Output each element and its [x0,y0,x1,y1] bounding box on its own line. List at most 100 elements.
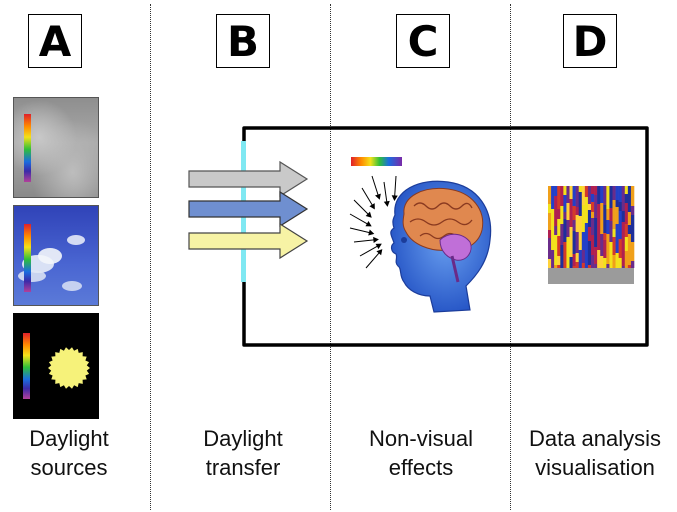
data-cell [560,194,564,206]
data-cell [581,232,586,250]
data-cell [575,262,580,268]
data-cell [603,186,607,205]
blue-arrow-icon [188,190,309,228]
data-cell [560,186,564,194]
data-cell [618,186,623,202]
data-cell [548,238,552,259]
data-cell [554,235,558,265]
data-cell [615,224,619,253]
data-cell [581,205,586,232]
sun-disc [48,347,90,389]
data-cell [627,225,632,234]
data-cell [606,220,610,234]
data-cell [630,261,635,268]
data-cell [581,186,586,205]
caption-c-line2: effects [388,455,454,480]
data-cell [624,194,629,203]
data-cell [587,186,592,204]
data-cell [578,250,583,260]
head-brain-icon [390,180,492,313]
data-cell [572,220,576,231]
data-cell [603,258,607,268]
data-cell [554,226,558,235]
data-cell [597,186,601,204]
data-cell [557,265,561,268]
data-cell [600,203,604,234]
light-ray-arrowhead [369,203,375,210]
data-cell [560,245,564,268]
data-cell [563,195,567,212]
data-cell [594,247,598,264]
data-cell [597,250,601,268]
light-ray-arrow [353,239,374,243]
data-cell [548,204,552,213]
data-cell [554,186,558,196]
data-cell [575,207,580,215]
data-cell [551,227,555,250]
data-cell [627,265,632,268]
data-cell [572,231,576,254]
divider-1 [150,4,151,510]
divider-3 [510,4,511,510]
data-cell [578,186,583,192]
data-cell [581,263,586,268]
data-cell [591,212,595,218]
caption-a-line1: Daylight [29,426,109,451]
data-cell [624,186,629,194]
data-cell [612,237,616,255]
data-cell [624,251,629,268]
data-cell [548,259,552,268]
data-cell [584,223,589,233]
spectrum-bar-icon [24,114,31,182]
data-cell [587,241,592,265]
data-cell [569,227,573,257]
data-cell [587,204,592,210]
light-ray-arrowhead [375,193,381,200]
data-cell [630,215,635,242]
data-cell [548,213,552,230]
data-cell [569,257,573,268]
data-cell [548,230,552,238]
light-ray-arrowhead [383,200,390,207]
data-cell [557,186,561,209]
caption-b-line2: transfer [205,455,281,480]
divider-2 [330,4,331,510]
data-cell [554,265,558,268]
caption-d-line1: Data analysis [528,426,662,451]
data-cell [587,227,592,241]
data-cell [560,224,564,245]
data-cell [630,186,635,206]
data-cell [578,216,583,239]
data-cell [560,206,564,224]
data-cell [557,236,561,256]
data-cell [554,196,558,226]
light-ray-arrow [394,175,397,197]
data-cell [572,254,576,266]
data-cell [609,221,613,242]
panel-label-b: B [216,14,270,68]
data-cell [597,230,601,250]
data-cell [612,229,616,237]
data-cell [563,212,567,219]
data-cell [587,265,592,268]
light-ray-arrow [349,227,370,234]
data-cell [603,233,607,240]
data-cell [615,253,619,268]
light-ray-arrow [371,175,379,196]
caption-data-analysis: Data analysis visualisation [516,424,674,482]
data-cell [563,242,567,268]
data-cell [578,260,583,268]
data-cell [591,235,595,255]
data-cell [575,186,580,207]
data-cell [551,250,555,268]
data-cell [600,186,604,203]
data-cell [600,234,604,256]
light-ray-arrowhead [391,195,398,202]
data-cell [584,197,589,223]
data-cell [618,239,623,258]
data-cell [621,251,626,266]
data-cell [563,186,567,195]
data-cell [594,264,598,268]
data-cell [569,186,573,199]
data-cell [591,255,595,268]
